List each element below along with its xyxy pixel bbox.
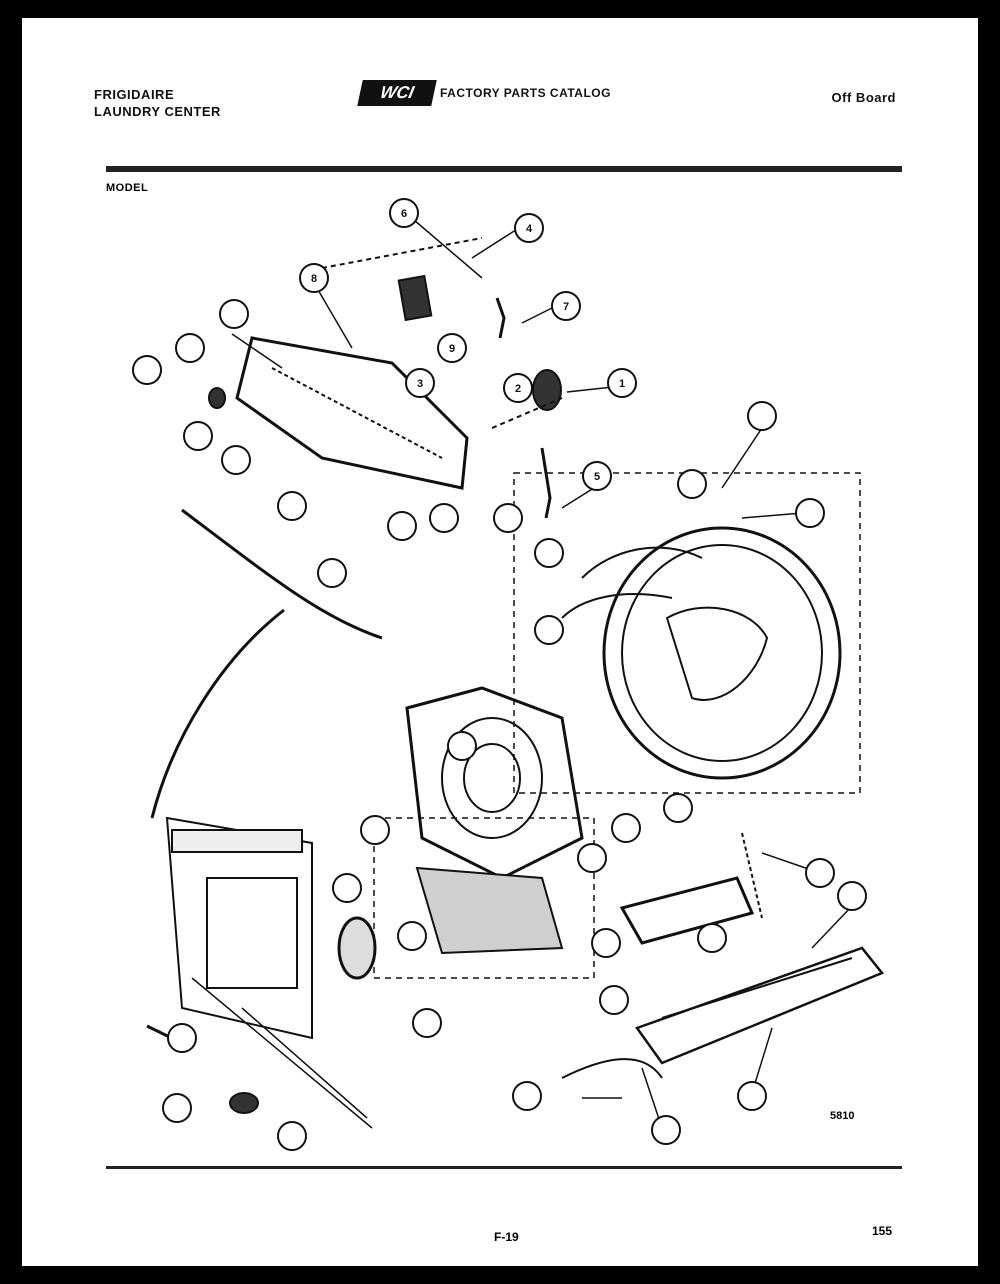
front-panel bbox=[146, 816, 373, 1129]
catalog-title: FACTORY PARTS CATALOG bbox=[440, 86, 611, 100]
drum-assembly bbox=[513, 472, 861, 794]
bottom-rule bbox=[106, 1166, 902, 1169]
catalog-header: WCI FACTORY PARTS CATALOG bbox=[357, 80, 611, 106]
callout-3: 3 bbox=[417, 378, 423, 390]
callout-2: 2 bbox=[515, 383, 521, 395]
parts-diagram-sheet: FRIGIDAIRE LAUNDRY CENTER WCI FACTORY PA… bbox=[22, 18, 978, 1266]
callout-7: 7 bbox=[563, 301, 569, 313]
control-panel-assembly bbox=[208, 237, 563, 519]
brand-line-2: LAUNDRY CENTER bbox=[94, 104, 221, 119]
callout-bubbles bbox=[132, 198, 867, 1151]
model-label: MODEL bbox=[106, 182, 149, 194]
callout-8: 8 bbox=[311, 273, 317, 285]
callout-6: 6 bbox=[401, 208, 407, 220]
callout-9: 9 bbox=[449, 343, 455, 355]
brand-line-1: FRIGIDAIRE bbox=[94, 87, 175, 102]
callout-5: 5 bbox=[594, 471, 600, 483]
heater-assembly bbox=[561, 832, 885, 1079]
page-reference: F-19 bbox=[494, 1230, 519, 1244]
section-label: Off Board bbox=[831, 90, 896, 105]
callout-labels: 4 7 8 9 3 2 1 5 6 bbox=[311, 208, 625, 483]
blower-housing bbox=[337, 686, 595, 980]
callout-4: 4 bbox=[526, 223, 533, 235]
top-rule bbox=[106, 166, 902, 172]
brand-block: FRIGIDAIRE LAUNDRY CENTER bbox=[94, 86, 221, 120]
callout-1: 1 bbox=[619, 378, 625, 390]
page-number: 155 bbox=[872, 1224, 893, 1238]
exploded-view-drawing: 4 7 8 9 3 2 1 5 6 bbox=[132, 198, 885, 1151]
drawing-code: 5810 bbox=[830, 1110, 855, 1122]
